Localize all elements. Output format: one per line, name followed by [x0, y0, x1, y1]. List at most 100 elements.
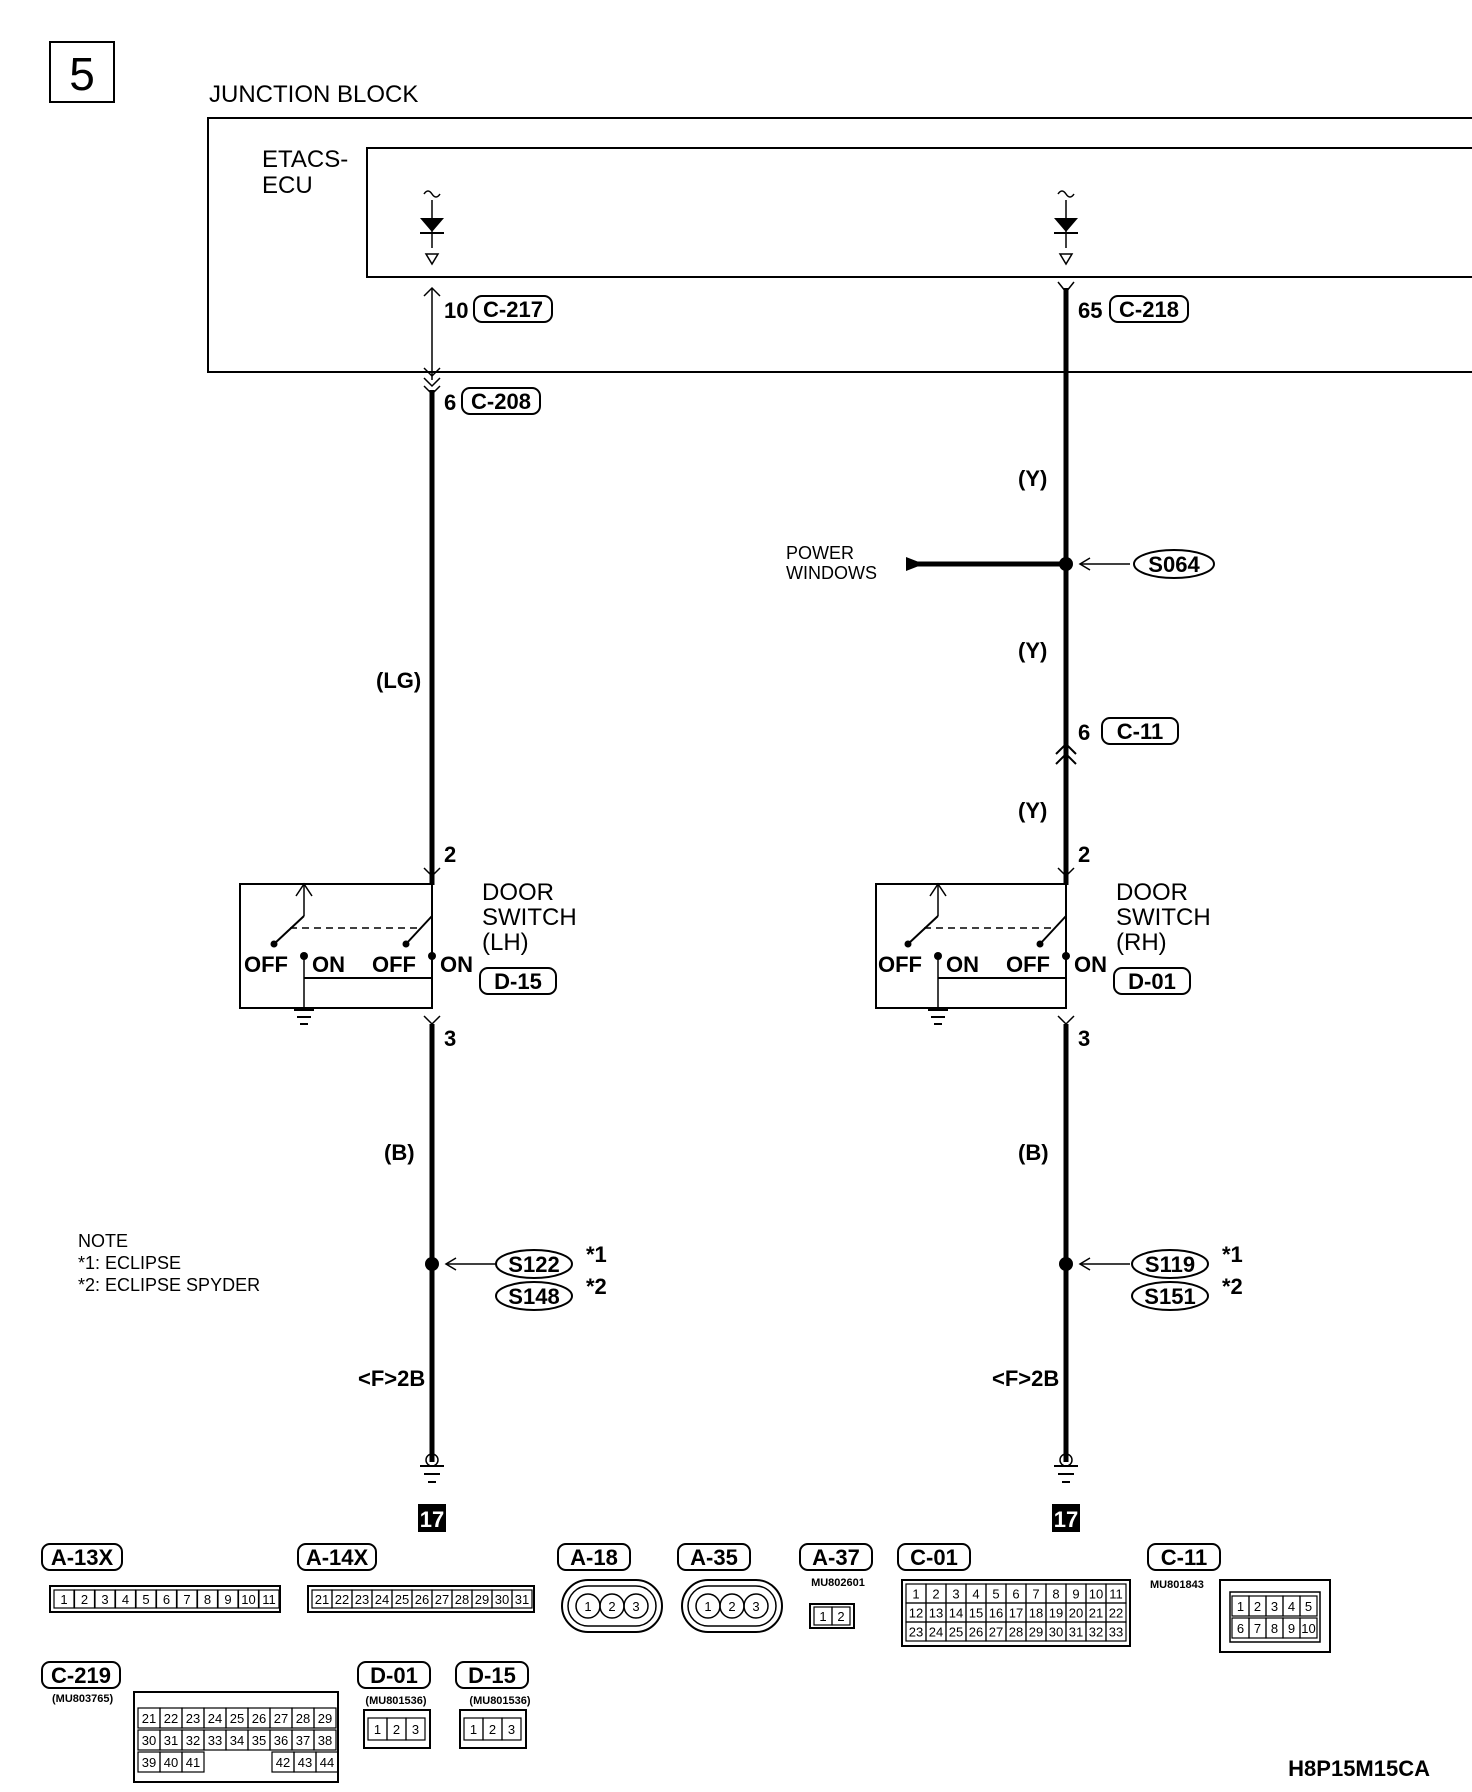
- pin-number: 10: [241, 1592, 255, 1607]
- pin-number: 5: [992, 1587, 999, 1602]
- pin-number: 34: [230, 1733, 244, 1748]
- left-ground-ref: 17: [420, 1507, 444, 1532]
- left-ecu-pin-mark: [423, 286, 441, 297]
- pin-number: 24: [375, 1592, 389, 1607]
- pin-number: 33: [1109, 1625, 1123, 1640]
- c11-inline-mark: [1055, 742, 1077, 755]
- pin-number: 25: [949, 1625, 963, 1640]
- pin-number: 25: [230, 1711, 244, 1726]
- left-jb-pin-mark: [423, 377, 441, 388]
- d15-part: (MU801536): [469, 1695, 530, 1707]
- pin-number: 39: [142, 1755, 156, 1770]
- pin-number: 2: [608, 1599, 615, 1614]
- pin-number: 3: [412, 1722, 419, 1737]
- pin-number: 9: [224, 1592, 231, 1607]
- note-title: NOTE: [78, 1231, 128, 1251]
- pin-number: 2: [837, 1609, 844, 1624]
- right-switch-connector: D-01: [1128, 969, 1176, 994]
- pin-number: 6: [163, 1592, 170, 1607]
- door-switch-lh-body: [239, 883, 433, 1009]
- page-number: 5: [69, 48, 95, 100]
- pin-cell: [1299, 1617, 1318, 1639]
- pin-number: 29: [318, 1711, 332, 1726]
- a18-label: A-18: [570, 1545, 618, 1570]
- left-switch-off-2: OFF: [372, 952, 416, 977]
- pin-cell: [405, 1717, 426, 1741]
- pin-number: 23: [186, 1711, 200, 1726]
- right-switch-off-1: OFF: [878, 952, 922, 977]
- junction-block-title: JUNCTION BLOCK: [209, 81, 418, 108]
- pin-number: 3: [1271, 1599, 1278, 1614]
- pin-number: 41: [186, 1755, 200, 1770]
- right-ground-ref-box: [1052, 1504, 1080, 1532]
- ecu-diode-right: [1054, 190, 1078, 266]
- pin-cell: [831, 1606, 851, 1626]
- pin-number: 27: [435, 1592, 449, 1607]
- a37-part: MU802601: [811, 1577, 865, 1589]
- pin-number: 10: [1089, 1587, 1103, 1602]
- left-switch-connector: D-15: [494, 969, 542, 994]
- pin-number: 1: [704, 1599, 711, 1614]
- door-switch-rh-body: [875, 883, 1067, 1009]
- left-switch-off-1: OFF: [244, 952, 288, 977]
- left-jb-pin: 6: [444, 390, 456, 415]
- right-circuit: 65 C-218 (Y) POWER WINDOWS S064 (Y) 6 C-…: [786, 281, 1243, 1532]
- left-ground-point: <F>2B: [358, 1366, 425, 1391]
- pin-number: 42: [276, 1755, 290, 1770]
- pin-number: 7: [1032, 1587, 1039, 1602]
- right-ecu-connector: C-218: [1119, 297, 1179, 322]
- right-ground-point: <F>2B: [992, 1366, 1059, 1391]
- right-ground-symbol: [1054, 1453, 1078, 1483]
- left-ecu-connector-badge: C-217: [473, 295, 553, 323]
- left-switch-name-2: SWITCH: [482, 904, 577, 931]
- left-switch-name-3: (LH): [482, 929, 529, 956]
- ecu-diode-left: [420, 190, 444, 266]
- pin-number: 2: [393, 1722, 400, 1737]
- pin-number: 7: [183, 1592, 190, 1607]
- pin-number: 21: [1089, 1606, 1103, 1621]
- splice-s064: S064: [1133, 549, 1215, 579]
- right-inline-connector-badge: C-11: [1101, 717, 1179, 745]
- pin-cavity: [623, 1593, 649, 1619]
- pin-cell: [313, 1707, 337, 1729]
- pin-number: 26: [969, 1625, 983, 1640]
- pin-number: 30: [142, 1733, 156, 1748]
- pin-cell: [501, 1717, 522, 1741]
- pin-number: 33: [208, 1733, 222, 1748]
- pin-number: 40: [164, 1755, 178, 1770]
- pin-number: 11: [262, 1592, 276, 1607]
- left-switch-name-1: DOOR: [482, 879, 554, 906]
- right-switch-off-2: OFF: [1006, 952, 1050, 977]
- pin-cell: [258, 1589, 280, 1609]
- right-splice-node: [1059, 1257, 1073, 1271]
- pin-number: 1: [1237, 1599, 1244, 1614]
- pin-number: 6: [1237, 1621, 1244, 1636]
- a37-label: A-37: [812, 1545, 860, 1570]
- left-switch-connector-badge: D-15: [479, 967, 557, 995]
- right-wire-color-y-mid: (Y): [1018, 638, 1047, 663]
- note-line2: *2: ECLIPSE SPYDER: [78, 1275, 260, 1295]
- c11-label: C-11: [1161, 1545, 1207, 1570]
- right-ground-ref: 17: [1054, 1507, 1078, 1532]
- pin-cell: [313, 1729, 337, 1751]
- pin-number: 24: [208, 1711, 222, 1726]
- pin-number: 13: [929, 1606, 943, 1621]
- left-ecu-connector: C-217: [483, 297, 543, 322]
- pin-number: 7: [1254, 1621, 1261, 1636]
- pin-number: 22: [164, 1711, 178, 1726]
- pin-number: 4: [1288, 1599, 1295, 1614]
- pin-number: 1: [819, 1609, 826, 1624]
- left-wire-color-b: (B): [384, 1140, 415, 1165]
- pin-number: 29: [475, 1592, 489, 1607]
